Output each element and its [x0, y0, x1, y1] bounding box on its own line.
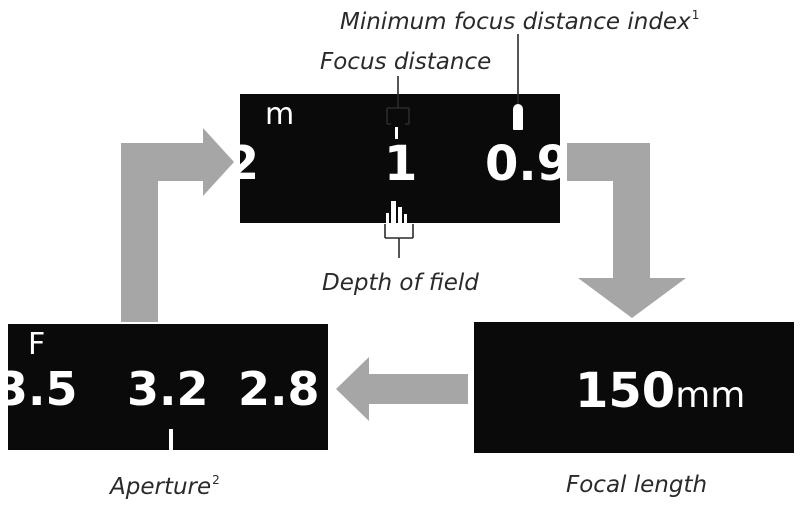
aperture-prefix: F	[28, 327, 46, 362]
focus-distance-bracket	[386, 76, 410, 125]
depth-of-field-label: Depth of field	[322, 270, 479, 296]
aperture-value-3: 2.8	[238, 362, 320, 416]
distance-scale-left: 2	[240, 136, 260, 190]
focal-length-value: 150mm	[575, 367, 745, 415]
aperture-label: Aperture2	[110, 473, 220, 500]
aperture-display: F 3.5 3.2 2.8	[8, 324, 328, 450]
footnote-2: 2	[212, 473, 220, 487]
depth-of-field-bracket	[384, 224, 414, 258]
aperture-value-1: 3.5	[8, 362, 78, 416]
focal-length-display: 150mm	[474, 322, 794, 453]
arrow-focal-to-aperture	[336, 357, 468, 421]
min-focus-index-label: Minimum focus distance index1	[340, 8, 700, 35]
distance-display: m 2 1 0.9	[240, 94, 560, 223]
focal-length-label: Focal length	[566, 472, 708, 498]
aperture-index-mark	[169, 429, 173, 450]
min-focus-index-mark	[513, 104, 523, 130]
aperture-value-2: 3.2	[127, 362, 209, 416]
focal-length-unit: mm	[675, 375, 746, 416]
focal-length-number: 150	[575, 363, 676, 419]
focus-distance-label: Focus distance	[320, 49, 492, 75]
depth-of-field-indicator	[386, 201, 410, 223]
footnote-1: 1	[691, 8, 700, 22]
focus-distance-mark	[395, 127, 398, 139]
arrow-aperture-to-distance	[121, 128, 234, 322]
distance-unit: m	[265, 97, 295, 132]
min-focus-value: 0.9	[485, 136, 560, 192]
arrow-distance-to-focal	[567, 143, 686, 318]
focus-distance-value: 1	[384, 136, 418, 192]
